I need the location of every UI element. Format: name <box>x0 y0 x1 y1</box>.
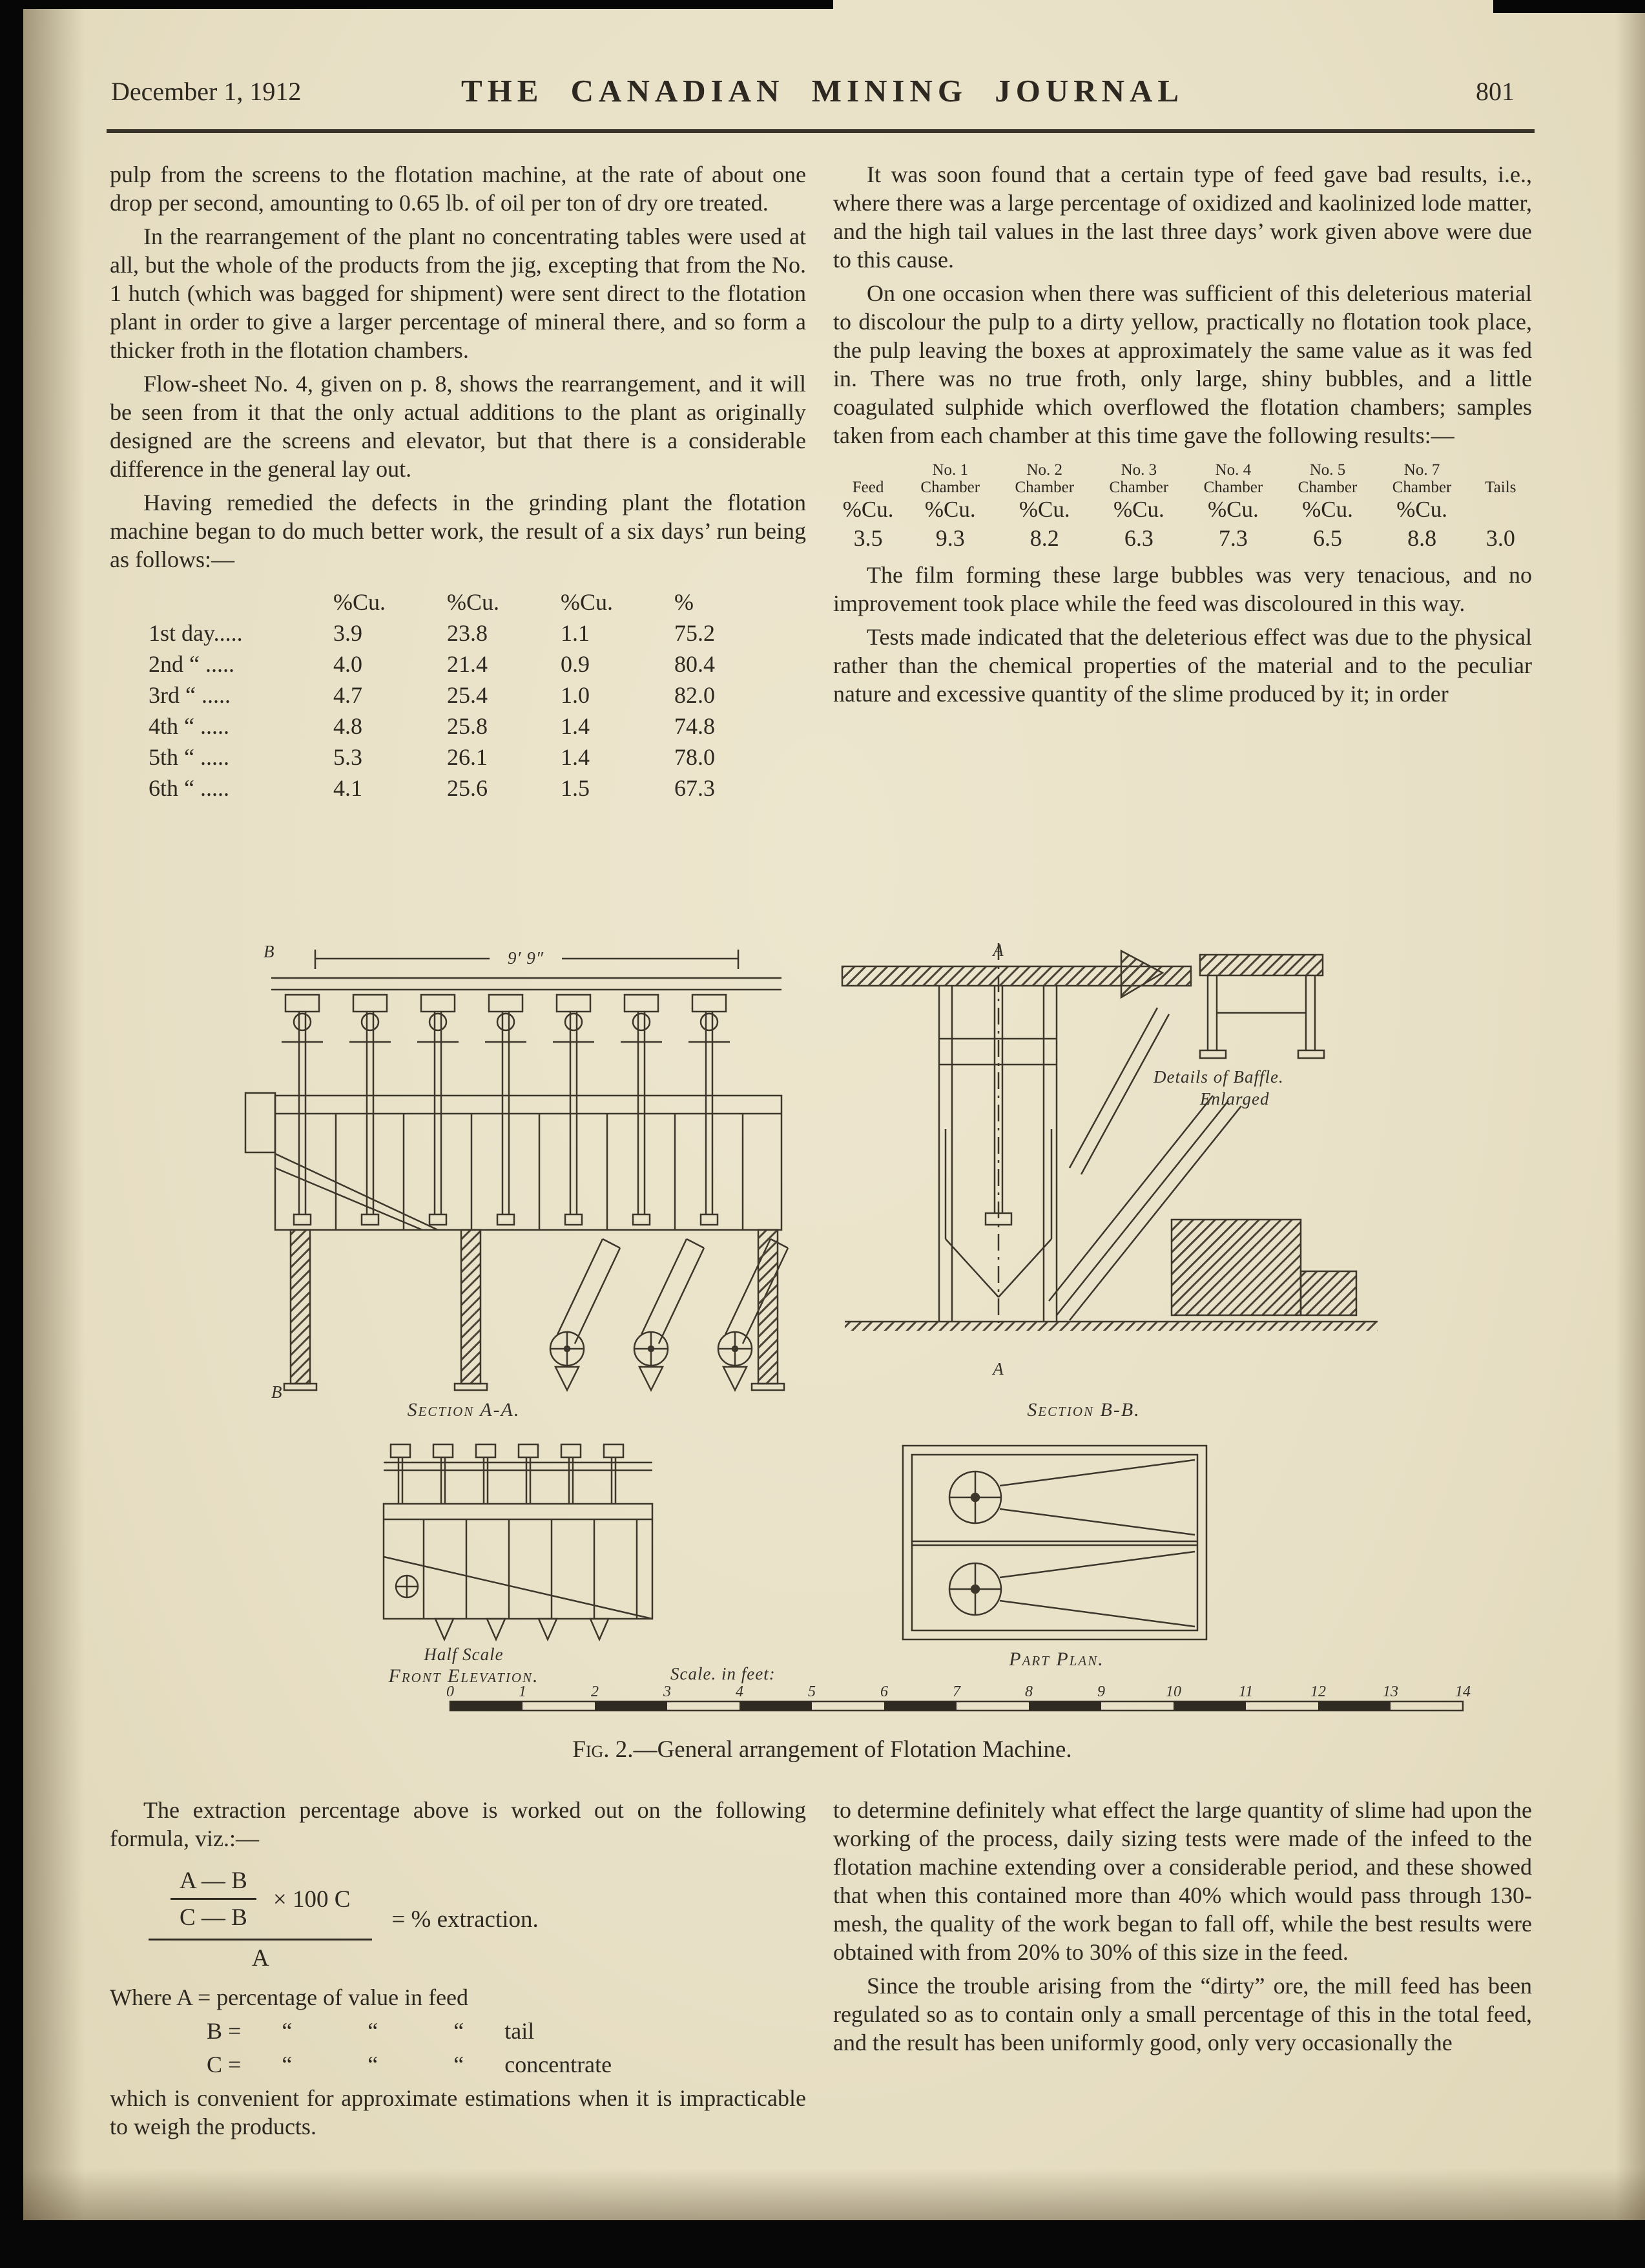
formula-outer-denominator: A <box>149 1939 373 1973</box>
front-elevation-drawing: Half Scale Front Elevation. <box>382 1443 654 1687</box>
table-row: 1st day..... 3.9 23.8 1.1 75.2 <box>149 620 715 646</box>
baffle-detail-sublabel: Enlarged <box>1199 1089 1269 1108</box>
paragraph-formula-note: which is convenient for approximate esti… <box>110 2085 806 2139</box>
section-bb-label: Section B-B. <box>1027 1399 1140 1420</box>
part-plan-drawing: Part Plan. <box>902 1444 1208 1670</box>
scan-edge-left <box>0 0 23 2268</box>
chamber-results-table: No. 1 No. 2 No. 3 No. 4 No. 5 No. 7 Feed… <box>833 461 1532 553</box>
section-aa-label: Section A-A. <box>408 1399 521 1420</box>
right-column-bottom: to determine definitely what effect the … <box>833 1796 1532 2062</box>
paragraph-deleterious: On one occasion when there was sufficien… <box>833 280 1532 448</box>
scale-tick-label: 6 <box>880 1683 888 1700</box>
results-header-row: %Cu. %Cu. %Cu. % <box>149 587 758 618</box>
formula-where-c: C = “ “ “ concentrate <box>207 2052 612 2077</box>
formula-result: = % extraction. <box>391 1906 539 1933</box>
table-row: %Cu. %Cu. %Cu. %Cu. %Cu. %Cu. %Cu. <box>842 497 1447 522</box>
figure-caption-prefix: Fig. 2. <box>572 1736 634 1763</box>
scale-tick-label: 4 <box>736 1683 743 1700</box>
paragraph-tests: Tests made indicated that the deleteriou… <box>833 624 1532 707</box>
section-plane-a-top-label: A <box>991 941 1004 960</box>
scan-edge-bottom <box>0 2220 1645 2268</box>
section-aa-drawing: 9′ 9″ <box>244 942 789 1420</box>
formula-numerator: A — B <box>180 1867 247 1894</box>
baffle-detail-drawing: Details of Baffle. Enlarged <box>1153 953 1325 1108</box>
results-header-cell: %Cu. <box>447 589 499 615</box>
scale-tick-label: 5 <box>808 1683 816 1700</box>
table-row: 5th “ ..... 5.3 26.1 1.4 78.0 <box>149 744 715 770</box>
scale-tick-label: 7 <box>953 1683 961 1700</box>
paragraph-extraction-intro: The extraction percentage above is worke… <box>110 1797 806 1851</box>
scale-tick-label: 3 <box>663 1683 671 1700</box>
table-row: No. 1 No. 2 No. 3 No. 4 No. 5 No. 7 <box>932 461 1440 479</box>
six-day-results-table: %Cu. %Cu. %Cu. % 1st day..... 3.9 23.8 1… <box>149 587 758 804</box>
dimension-label: 9′ 9″ <box>508 948 544 968</box>
left-column-top: pulp from the screens to the flotation m… <box>110 160 806 804</box>
scale-tick-label: 12 <box>1310 1683 1326 1700</box>
left-column-bottom: The extraction percentage above is worke… <box>110 1796 806 2146</box>
page-gutter-shadow <box>23 0 85 2268</box>
formula-where-b: B = “ “ “ tail <box>207 2018 535 2044</box>
page-number: 801 <box>1476 77 1515 106</box>
paragraph-dirty-ore: Since the trouble arising from the “dirt… <box>833 1973 1532 2055</box>
extraction-formula: A — B C — B × 100 C A = % extraction. <box>149 1867 806 1973</box>
section-plane-a-bottom-label: A <box>991 1359 1004 1378</box>
scale-label: Scale. in feet: <box>670 1664 776 1683</box>
paragraph-bad-feed: It was soon found that a certain type of… <box>833 161 1532 273</box>
flotation-machine-figure: 9′ 9″ <box>102 935 1542 1763</box>
scale-tick-label: 11 <box>1239 1683 1253 1700</box>
scale-tick-label: 9 <box>1097 1683 1105 1700</box>
paragraph-six-days-run: Having remedied the defects in the grind… <box>110 490 806 572</box>
paragraph-oil-feed: pulp from the screens to the flotation m… <box>110 161 806 216</box>
scale-tick-label: 13 <box>1383 1683 1398 1700</box>
paragraph-rearrangement: In the rearrangement of the plant no con… <box>110 224 806 363</box>
scale-tick-label: 2 <box>591 1683 599 1700</box>
formula-multiplier: × 100 C <box>273 1886 351 1913</box>
figure-caption-text: —General arrangement of Flotation Machin… <box>633 1736 1072 1763</box>
scan-edge-top <box>0 0 833 9</box>
formula-denominator: C — B <box>171 1898 256 1932</box>
baffle-detail-label: Details of Baffle. <box>1153 1067 1284 1087</box>
right-column-top: It was soon found that a certain type of… <box>833 160 1532 713</box>
scale-tick-label: 0 <box>446 1683 454 1700</box>
part-plan-label: Part Plan. <box>1008 1649 1104 1670</box>
issue-date: December 1, 1912 <box>111 77 302 106</box>
paragraph-sizing-tests: to determine definitely what effect the … <box>833 1797 1532 1965</box>
page-right-shadow <box>1615 0 1645 2268</box>
figure-caption: Fig. 2.—General arrangement of Flotation… <box>102 1736 1542 1763</box>
front-elevation-label: Front Elevation. <box>388 1665 539 1687</box>
section-plane-b-bottom-label: B <box>271 1382 283 1402</box>
scan-edge-top-right <box>1493 0 1645 13</box>
results-header-cell: %Cu. <box>561 589 613 615</box>
table-row: Feed Chamber Chamber Chamber Chamber Cha… <box>852 479 1516 496</box>
paragraph-film: The film forming these large bubbles was… <box>833 562 1532 616</box>
section-plane-b-top-label: B <box>264 942 275 961</box>
scale-tick-label: 14 <box>1455 1683 1471 1700</box>
results-header-cell: % <box>674 589 694 615</box>
half-scale-label: Half Scale <box>423 1645 503 1664</box>
formula-fraction: A — B C — B × 100 C A <box>149 1867 373 1973</box>
table-row: 4th “ ..... 4.8 25.8 1.4 74.8 <box>149 713 715 739</box>
table-row: 6th “ ..... 4.1 25.6 1.5 67.3 <box>149 775 715 801</box>
header-rule <box>107 129 1535 133</box>
table-row: 3.5 9.3 8.2 6.3 7.3 6.5 8.8 3.0 <box>853 525 1515 551</box>
scale-bar: Scale. in feet: 0 1 2 3 4 5 6 7 8 9 10 1… <box>446 1664 1471 1712</box>
section-bb-drawing: A A Section B-B. <box>841 941 1378 1420</box>
results-header-cell: %Cu. <box>333 589 386 615</box>
scale-tick-label: 8 <box>1025 1683 1033 1700</box>
results-header-cell <box>149 587 333 618</box>
table-row: 2nd “ ..... 4.0 21.4 0.9 80.4 <box>149 651 715 677</box>
table-row: 3rd “ ..... 4.7 25.4 1.0 82.0 <box>149 682 715 708</box>
figure-drawing: 9′ 9″ <box>244 941 1471 1712</box>
formula-where-a: Where A = percentage of value in feed <box>110 1984 469 2010</box>
page-bottom-shadow <box>0 2169 1645 2220</box>
paragraph-flowsheet: Flow-sheet No. 4, given on p. 8, shows t… <box>110 371 806 482</box>
scale-tick-label: 10 <box>1166 1683 1181 1700</box>
scale-tick-label: 1 <box>519 1683 526 1700</box>
journal-title: THE CANADIAN MINING JOURNAL <box>460 73 1185 109</box>
